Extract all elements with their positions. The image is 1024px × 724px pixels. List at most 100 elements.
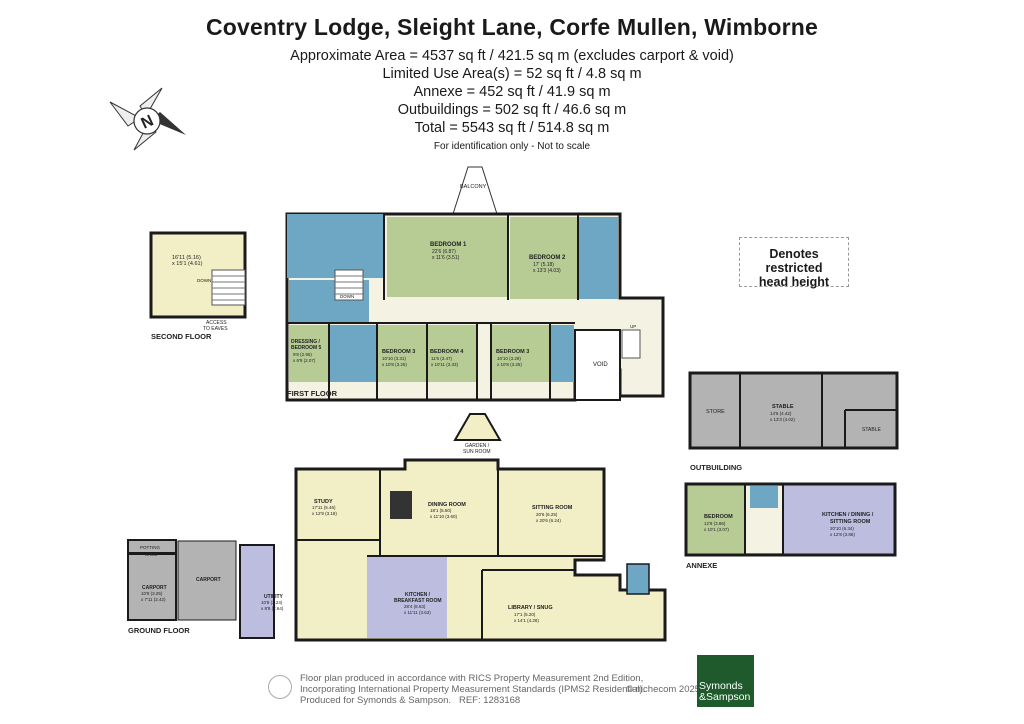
annexe-bed-name: BEDROOM <box>704 514 733 520</box>
annexe-bed-d1: 12'8 (3.86) <box>704 521 726 526</box>
bedroom1-d1: 22'6 (6.87) <box>432 249 456 255</box>
ground-floor-plan: GARDEN / SUN ROOM STUDY 17'11 (5.46) x 1… <box>127 413 667 642</box>
kitchen-name-1: KITCHEN / <box>405 592 431 598</box>
annexe-bed-d2: x 10'1 (3.07) <box>704 527 729 532</box>
study-d1: 17'11 (5.46) <box>312 505 336 510</box>
ff-up-label: UP <box>630 324 636 329</box>
annexe-kit-d1: 20'10 (6.34) <box>830 526 854 531</box>
disclaimer: For identification only - Not to scale <box>433 141 591 152</box>
legend-line-2: head height <box>758 275 830 289</box>
ff-down-label: DOWN <box>340 294 354 299</box>
void-label: VOID <box>593 362 608 368</box>
bedroom1-name: BEDROOM 1 <box>430 242 467 248</box>
dressing-name-1: DRESSING / <box>291 339 321 345</box>
bedroom1-d2: x 11'6 (3.51) <box>432 255 460 261</box>
library-d1: 17'1 (5.20) <box>514 612 536 617</box>
footer-produced: Produced for Symonds & Sampson. <box>300 695 452 706</box>
sf-dims-1: 16'11 (5.16) <box>172 255 201 261</box>
kitchen-name-2: BREAKFAST ROOM <box>394 598 442 604</box>
bedroom2-name: BEDROOM 2 <box>529 255 566 261</box>
garden-name-2: SUN ROOM <box>463 449 491 455</box>
library-name: LIBRARY / SNUG <box>508 605 553 611</box>
person-icon <box>268 675 292 699</box>
bedroom4-d2: x 10'11 (3.33) <box>431 362 459 367</box>
footer-ref: REF: 1283168 <box>458 695 521 706</box>
dressing-name-2: BEDROOM 5 <box>291 345 322 351</box>
bedroom3a-d1: 10'10 (3.31) <box>382 356 406 361</box>
label-ground-floor: GROUND FLOOR <box>128 626 190 635</box>
utility-d1: 10'8 (3.24) <box>261 600 283 605</box>
annexe-plan: BEDROOM 12'8 (3.86) x 10'1 (3.07) KITCHE… <box>684 482 897 570</box>
dining-name: DINING ROOM <box>428 502 466 508</box>
label-annexe: ANNEXE <box>686 561 717 570</box>
stable1-d2: x 13'3 (4.02) <box>770 417 795 422</box>
stable2-label: STABLE <box>862 427 881 433</box>
footer-line-1: Floor plan produced in accordance with R… <box>300 673 644 684</box>
brand-line-2: &Sampson <box>699 691 751 703</box>
bedroom3b-d2: x 10'8 (3.26) <box>497 362 522 367</box>
potting-name-1: POTTING <box>140 545 160 550</box>
stable1-name: STABLE <box>772 404 794 410</box>
footer-line-3: Produced for Symonds & Sampson. REF: 128… <box>300 695 700 706</box>
plan-title: Coventry Lodge, Sleight Lane, Corfe Mull… <box>205 14 819 40</box>
first-floor-plan: BALCONY BEDROOM 1 22'6 (6.87) x 11'6 (3.… <box>285 166 665 402</box>
label-outbuilding: OUTBUILDING <box>690 463 742 472</box>
dressing-d2: x 6'9 (2.07) <box>293 358 316 363</box>
bedroom2-d2: x 13'3 (4.03) <box>533 268 561 274</box>
sitting-d1: 20'6 (6.25) <box>536 512 558 517</box>
dressing-d1: 9'8 (2.95) <box>293 352 312 357</box>
annexe-kit-name: KITCHEN / DINING / <box>822 512 874 518</box>
store-label: STORE <box>706 409 725 415</box>
sf-down: DOWN <box>197 278 211 283</box>
area-summary: Approximate Area = 4537 sq ft / 421.5 sq… <box>0 47 1024 137</box>
carport-small-d2: x 7'11 (2.42) <box>141 597 166 602</box>
bedroom4-d1: 11'5 (3.47) <box>431 356 453 361</box>
area-main: Approximate Area = 4537 sq ft / 421.5 sq… <box>290 48 734 64</box>
kitchen-d2: x 11'11 (3.63) <box>404 610 431 615</box>
sf-access-1: ACCESS <box>206 320 227 326</box>
label-first-floor: FIRST FLOOR <box>287 389 338 398</box>
utility-name: UTILITY <box>264 594 284 600</box>
bedroom4-name: BEDROOM 4 <box>430 349 464 355</box>
carport-big-name: CARPORT <box>196 577 221 583</box>
label-second-floor: SECOND FLOOR <box>151 332 212 341</box>
kitchen-d1: 28'4 (8.63) <box>404 604 426 609</box>
brand-line-1: Symonds <box>699 680 743 692</box>
potting-name-2: SHED <box>145 552 158 557</box>
compass-icon: N <box>109 87 186 151</box>
outbuilding-plan: STORE STABLE 14'6 (4.42) x 13'3 (4.02) S… <box>688 371 899 472</box>
bedroom3b-name: BEDROOM 3 <box>496 349 529 355</box>
bedroom2-d1: 17' (5.18) <box>533 262 554 268</box>
balcony-label: BALCONY <box>460 184 487 190</box>
sf-access-2: TO EAVES <box>203 326 228 332</box>
bedroom3a-d2: x 10'8 (3.25) <box>382 362 407 367</box>
study-d2: x 12'9 (3.18) <box>312 511 337 516</box>
stable1-d1: 14'6 (4.42) <box>770 411 792 416</box>
area-total: Total = 5543 sq ft / 514.8 sq m <box>414 120 610 136</box>
dining-d2: x 11'10 (3.60) <box>430 514 458 519</box>
area-outbuildings: Outbuildings = 502 sq ft / 46.6 sq m <box>397 102 627 118</box>
sf-dims-2: x 15'1 (4.61) <box>172 261 203 267</box>
footer-notes: Floor plan produced in accordance with R… <box>300 673 703 706</box>
annexe-kit-name2: SITTING ROOM <box>830 519 871 525</box>
dining-d1: 18'1 (5.50) <box>430 508 452 513</box>
study-name: STUDY <box>314 499 333 505</box>
garden-name-1: GARDEN / <box>465 443 490 449</box>
annexe-kit-d2: x 12'8 (3.86) <box>830 532 855 537</box>
carport-small-d1: 10'8 (3.25) <box>141 591 163 596</box>
brand-logo: Symonds &Sampson <box>697 655 754 707</box>
footer-line-2: Incorporating International Property Mea… <box>300 684 646 695</box>
sitting-d2: x 20'6 (6.24) <box>536 518 561 523</box>
library-d2: x 14'1 (4.28) <box>514 618 539 623</box>
area-limited: Limited Use Area(s) = 52 sq ft / 4.8 sq … <box>382 66 642 82</box>
utility-d2: x 8'8 (2.64) <box>261 606 284 611</box>
bedroom3a-name: BEDROOM 3 <box>382 349 415 355</box>
legend-line-1: Denotes restricted <box>765 247 823 275</box>
footer-copyright: © nichecom 2025. <box>626 684 703 695</box>
second-floor-plan: 16'11 (5.16) x 15'1 (4.61) DOWN ACCESS T… <box>149 231 247 341</box>
restricted-height-legend: Denotes restricted head height <box>739 237 849 289</box>
carport-small-name: CARPORT <box>142 585 167 591</box>
area-annexe: Annexe = 452 sq ft / 41.9 sq m <box>413 84 611 100</box>
bedroom3b-d1: 10'10 (3.29) <box>497 356 521 361</box>
